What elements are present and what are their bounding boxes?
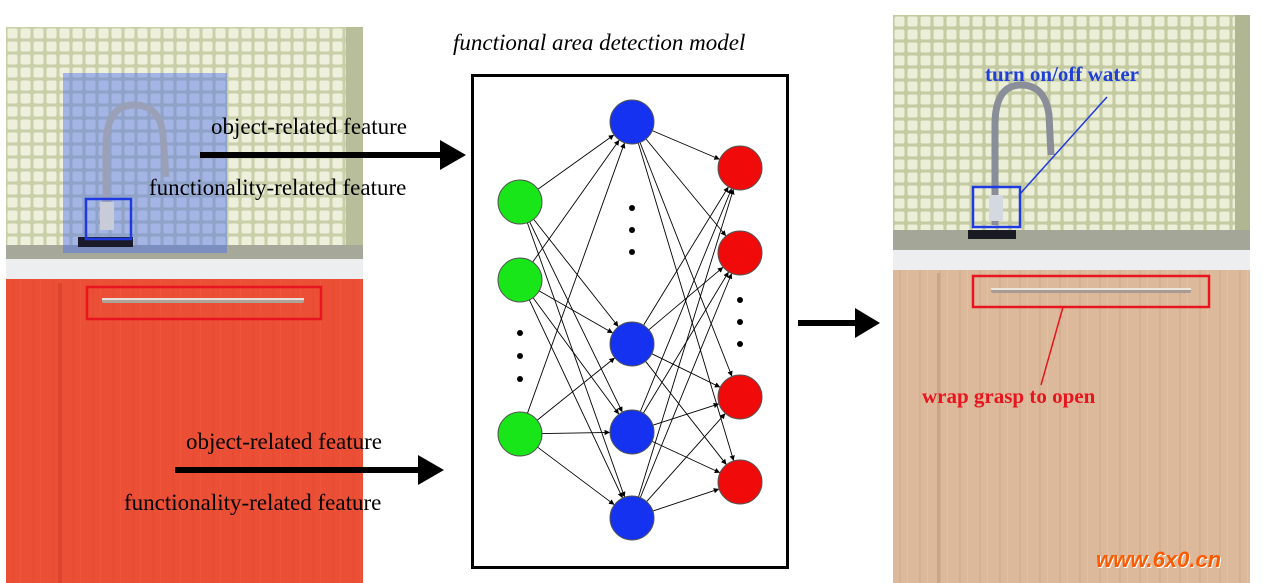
bottom-functionality-feature-label: functionality-related feature [124,490,382,515]
handle-function-label: wrap grasp to open [922,384,1096,408]
watermark: www.6x0.cn [1096,547,1222,572]
input-hidden-edge [537,134,615,190]
input-node [497,411,543,457]
hidden-node [609,321,655,367]
top-functionality-feature-label: functionality-related feature [149,175,407,200]
hidden-output-edge [652,488,720,512]
input-kitchen-sink-image [6,27,363,583]
hidden-output-edge [639,273,733,498]
model-title: functional area detection model [453,30,746,55]
output-ellipsis-dot [737,297,743,303]
output-ellipsis-dot [737,341,743,347]
input-hidden-edge [529,221,623,413]
input-ellipsis-dot [517,353,523,359]
faucet-function-label: turn on/off water [985,62,1139,86]
hidden-output-edge [648,266,724,331]
input-hidden-edge [528,299,624,499]
top-object-feature-label: object-related feature [211,114,408,139]
hidden-output-edge [638,188,735,498]
bottom-input-arrow [175,455,444,485]
input-hidden-edge [538,290,614,334]
hidden-output-edge [643,186,729,326]
output-arrow [798,308,880,338]
input-hidden-edge [532,139,620,263]
hidden-ellipsis-dot [629,205,635,211]
hidden-node [609,409,655,455]
hidden-ellipsis-dot [629,227,635,233]
hidden-output-edge [646,413,726,502]
input-hidden-edge [537,446,615,506]
hidden-output-edge [645,361,727,465]
hidden-node [609,99,655,145]
input-hidden-edge [527,142,626,414]
hidden-ellipsis-dot [629,249,635,255]
output-kitchen-sink-image [893,15,1250,583]
output-image [893,15,1250,583]
bottom-object-feature-label: object-related feature [186,429,383,454]
output-node [717,374,763,420]
output-node [717,230,763,276]
hidden-node [609,495,655,541]
hidden-output-edge [652,130,720,160]
input-image [6,27,363,583]
input-ellipsis-dot [517,330,523,336]
input-ellipsis-dot [517,376,523,382]
top-input-arrow [200,140,466,170]
input-hidden-edge [532,297,620,415]
hidden-output-edge [652,402,720,426]
hidden-output-edge [639,188,733,412]
hidden-output-edge [645,138,727,237]
output-node [717,459,763,505]
output-ellipsis-dot [737,319,743,325]
input-hidden-edge [536,357,616,421]
input-hidden-edge [541,429,611,436]
output-node [717,145,763,191]
input-node [497,179,543,225]
input-hidden-edge [533,218,619,328]
input-node [497,257,543,303]
hidden-output-edge [639,142,733,377]
hidden-output-edge [651,353,721,388]
input-hidden-edge [526,222,626,498]
